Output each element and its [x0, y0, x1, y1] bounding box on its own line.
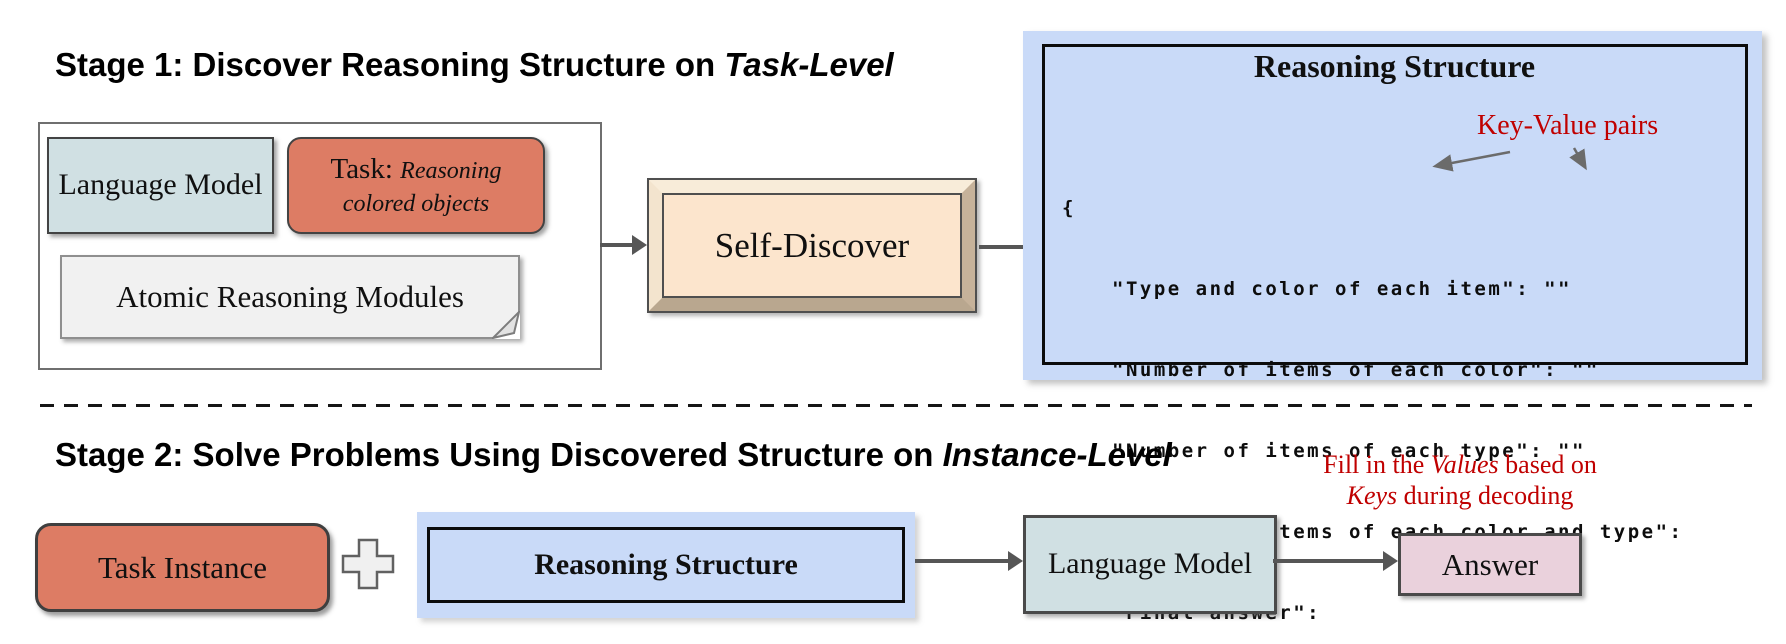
stage1-title-emphasis: Task-Level: [724, 46, 894, 83]
task-label: Task:: [330, 153, 393, 186]
task-box: Task: Reasoning colored objects: [287, 137, 545, 234]
reasoning-structure-panel-border: [1042, 44, 1748, 365]
plus-icon: [341, 538, 395, 590]
arrow-shaft: [915, 559, 1011, 563]
annotation-text: during decoding: [1397, 480, 1574, 510]
stage1-title-prefix: Stage 1: Discover Reasoning Structure on: [55, 46, 725, 83]
value-pointer-arrow: [1569, 147, 1587, 171]
language-model-label: Language Model: [1047, 547, 1253, 581]
stage-divider-dashed-line: [40, 404, 1752, 407]
key-value-pairs-annotation: Key-Value pairs: [1477, 110, 1659, 141]
atomic-reasoning-modules-box: Atomic Reasoning Modules: [60, 255, 520, 339]
atomic-reasoning-modules-label: Atomic Reasoning Modules: [116, 279, 464, 314]
code-line: "Number of items of each color": "": [1112, 359, 1600, 381]
key-pointer-arrow: [1432, 150, 1511, 172]
reasoning-structure-box-stage2: Reasoning Structure: [417, 512, 915, 618]
task-text: Task: Reasoning colored objects: [299, 153, 533, 218]
fill-values-annotation: Fill in the Values based on Keys during …: [1280, 450, 1640, 511]
stage2-title-emphasis: Instance-Level: [942, 436, 1172, 473]
arrowhead-icon: [1008, 551, 1023, 571]
reasoning-structure-label: Reasoning Structure: [534, 548, 798, 581]
language-model-box-stage1: Language Model: [47, 137, 274, 234]
task-description: Reasoning colored objects: [342, 158, 502, 217]
arrow-shaft: [600, 243, 635, 247]
answer-label: Answer: [1441, 546, 1539, 582]
annotation-keys-word: Keys: [1346, 480, 1398, 510]
reasoning-structure-title: Reasoning Structure: [1253, 48, 1536, 84]
self-discover-box: Self-Discover: [647, 178, 977, 313]
code-line: {: [1062, 197, 1076, 219]
reasoning-structure-panel: [1023, 31, 1762, 380]
fill-values-annotation-line1: Fill in the Values based on: [1280, 450, 1640, 481]
code-line: "Type and color of each item": "": [1112, 278, 1572, 300]
arrowhead-icon: [632, 235, 647, 255]
stage2-title: Stage 2: Solve Problems Using Discovered…: [55, 436, 1172, 474]
arrow-shaft: [979, 245, 1031, 249]
self-discover-label: Self-Discover: [714, 225, 910, 265]
annotation-values-word: Values: [1430, 450, 1499, 479]
stage2-title-prefix: Stage 2: Solve Problems Using Discovered…: [55, 436, 943, 473]
stage1-title: Stage 1: Discover Reasoning Structure on…: [55, 46, 894, 84]
fill-values-annotation-line2: Keys during decoding: [1280, 481, 1640, 512]
code-line: "Number of items of each type": "": [1112, 440, 1586, 462]
annotation-text: based on: [1498, 450, 1597, 479]
reasoning-structure-box-stage2-border: Reasoning Structure: [427, 527, 905, 603]
dog-ear-icon: [492, 311, 520, 339]
arrowhead-icon: [1383, 551, 1398, 571]
language-model-label: Language Model: [58, 168, 263, 202]
self-discover-bevel: [649, 180, 975, 311]
answer-box: Answer: [1398, 533, 1582, 596]
task-instance-label: Task Instance: [97, 549, 268, 585]
annotation-text: Fill in the: [1323, 450, 1431, 479]
arrow-structure-to-language-model: [915, 550, 1023, 572]
arrow-language-model-to-answer: [1273, 550, 1398, 572]
self-discover-face: Self-Discover: [662, 193, 962, 298]
arrow-shaft: [1273, 559, 1386, 563]
key-value-pointer-arrows: [1432, 147, 1587, 172]
task-instance-box: Task Instance: [35, 523, 330, 612]
arrow-inputs-to-self-discover: [600, 234, 647, 256]
language-model-box-stage2: Language Model: [1023, 515, 1277, 614]
